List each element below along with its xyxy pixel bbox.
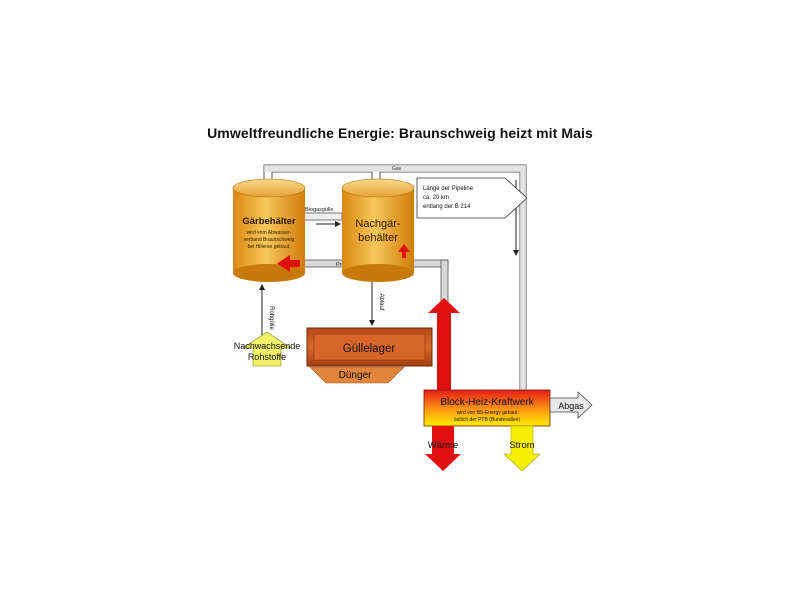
waerme-arrow: [425, 426, 461, 471]
bhkw-box: [423, 389, 551, 427]
pipeline-note-1: Länge der Pipeline: [423, 186, 474, 192]
nachgaerbehaelter-label-2: behälter: [358, 232, 398, 244]
gaerbehaelter-note-3: bei Hillerse gebaut.: [248, 244, 291, 250]
duenger-arrow: [309, 366, 405, 384]
rohstoffe-arrow: [242, 331, 292, 367]
rohstoffe-label-2: Rohstoffe: [248, 352, 286, 362]
strom-label: Strom: [509, 440, 534, 451]
abgas-arrow: [549, 391, 593, 419]
rohstoffe-label-1: Nachwachsende: [234, 341, 301, 351]
flow-label-rohguelle: Rohgülle: [268, 306, 274, 330]
pipeline-note-2: ca. 20 km: [423, 195, 449, 201]
pipeline-note-3: entlang der B 214: [423, 204, 471, 210]
bhkw-label: Block-Heiz-Kraftwerk: [440, 397, 534, 408]
flow-label-gas: Gas: [392, 166, 402, 172]
bhkw-note-1: wird von BS-Energy gebaut: [457, 410, 518, 416]
flow-label-ablauf: Ablauf: [378, 293, 384, 310]
abgas-label: Abgas: [558, 401, 584, 411]
gas-pipe-down-fill: [520, 172, 526, 408]
duenger-label: Dünger: [339, 370, 372, 381]
strom-arrow: [503, 425, 541, 472]
prozesswaerme-arrow: [277, 255, 300, 272]
nachgaerbehaelter-tank: [341, 178, 415, 282]
gas-pipe-fill: [264, 165, 526, 172]
guellelager-label: Güllelager: [343, 343, 396, 355]
heat-up-arrow-small: [398, 244, 410, 258]
guellelager-box: [306, 327, 433, 367]
diagram-title: Umweltfreundliche Energie: Braunschweig …: [207, 125, 593, 141]
bhkw-note-2: östlich der PTB (Bundesallee): [454, 417, 520, 423]
flow-label-biogasguelle: Biogasgülle: [305, 207, 333, 213]
pipeline-note-box: [416, 177, 528, 219]
biogasguelle-pipe: [303, 212, 343, 221]
nachgaerbehaelter-label-1: Nachgär-: [355, 218, 401, 230]
heat-up-arrow-large: [428, 298, 460, 390]
gaerbehaelter-label: Gärbehälter: [242, 216, 296, 227]
gaerbehaelter-note-2: verband Braunschweig: [244, 237, 295, 243]
waerme-label: Wärme: [428, 440, 459, 451]
gaerbehaelter-note-1: wird vom Abwasser-: [247, 230, 292, 236]
